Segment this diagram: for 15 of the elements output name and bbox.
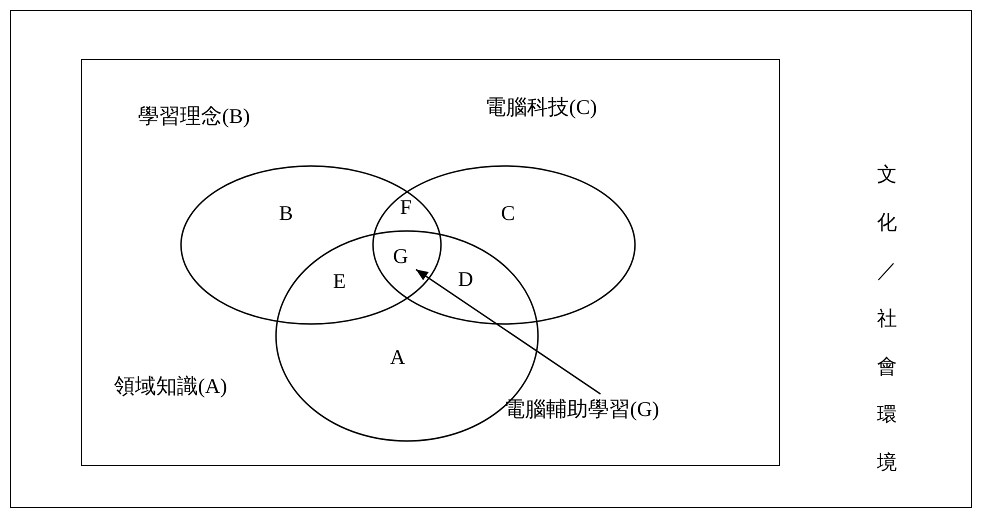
set-heading: 領域知識(A)	[114, 375, 228, 398]
leader-arrow	[416, 268, 601, 395]
set-heading: 電腦科技(C)	[485, 96, 597, 120]
vertical-caption: 文化／社會環境	[877, 163, 898, 476]
annotation-text: 電腦輔助學習(G)	[504, 398, 660, 422]
diagram-frame	[81, 59, 780, 466]
page-frame	[10, 10, 972, 508]
annotation-text: G	[393, 245, 408, 268]
region-letter: E	[333, 270, 346, 294]
region-letter: B	[279, 202, 294, 226]
region-letter: F	[400, 196, 412, 220]
set-heading: 學習理念(B)	[138, 105, 250, 128]
region-letter: C	[501, 202, 516, 226]
region-letter: D	[458, 268, 474, 292]
region-letter: A	[390, 346, 406, 370]
